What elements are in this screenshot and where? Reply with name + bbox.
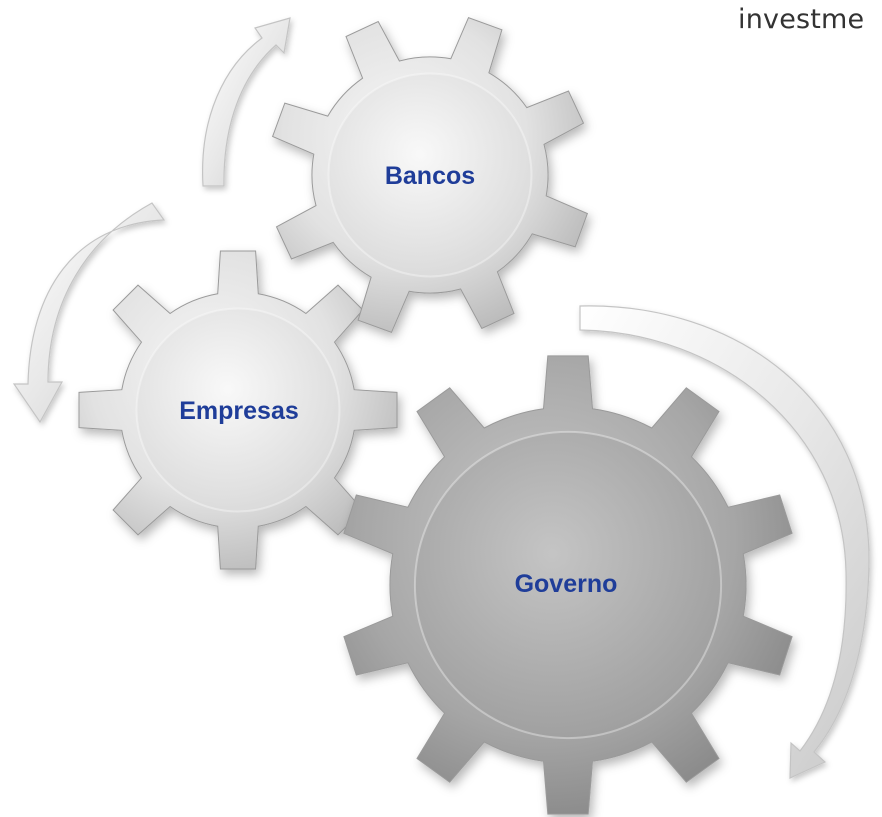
cropped-heading-text: investme bbox=[738, 4, 865, 35]
gear-label-bancos: Bancos bbox=[385, 162, 475, 190]
gear-hub-rim bbox=[135, 307, 341, 513]
gear-empresas bbox=[78, 250, 398, 570]
gear-hub bbox=[414, 431, 722, 739]
cycle-arrows bbox=[12, 17, 870, 779]
gear-hub-rim bbox=[327, 72, 533, 278]
gear-label-governo: Governo bbox=[515, 570, 618, 598]
gear-label-empresas: Empresas bbox=[179, 397, 299, 425]
gear-bancos bbox=[271, 16, 589, 334]
gear-hub-rim bbox=[413, 430, 723, 740]
gear-governo bbox=[343, 355, 793, 815]
gear-hub bbox=[136, 308, 340, 512]
curved-arrow-icon bbox=[579, 305, 870, 779]
curved-arrow-icon bbox=[12, 202, 166, 424]
gear-hub bbox=[328, 73, 532, 277]
curved-arrow-icon bbox=[201, 17, 291, 187]
